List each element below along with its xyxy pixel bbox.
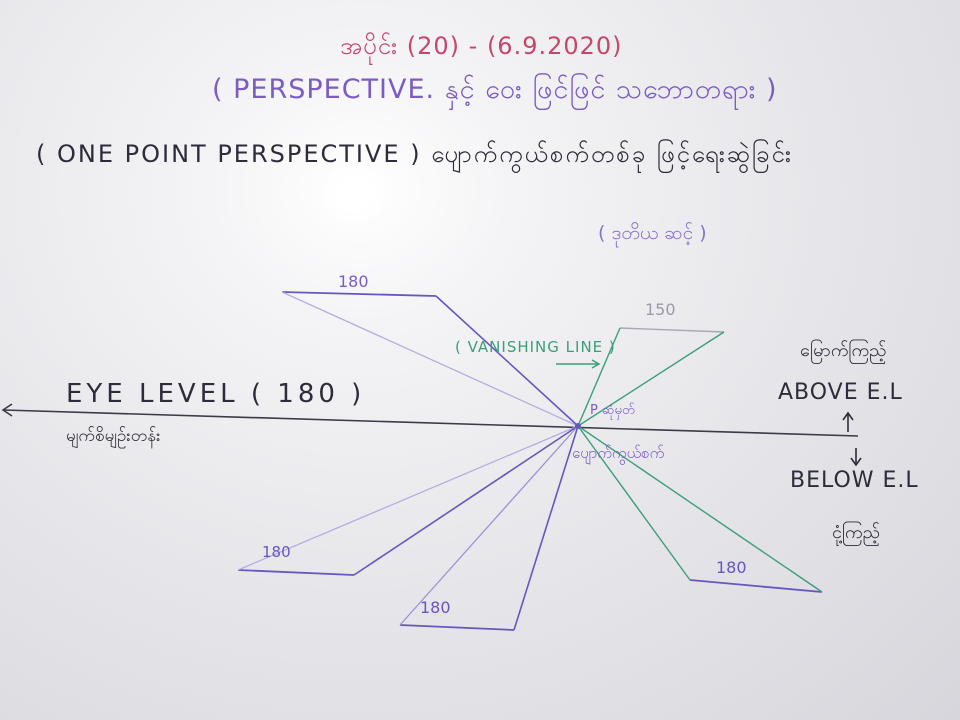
bottom-mid-projector-2	[513, 425, 579, 631]
top-left-projector-2	[435, 295, 579, 427]
date-line: အပိုင်း (20) - (6.9.2020)	[340, 32, 623, 60]
signature: ( ဒုတိယ ဆင့် )	[598, 222, 707, 244]
bottom-left-segment	[237, 569, 355, 576]
top-right-projector-1	[577, 327, 621, 427]
top-right-segment	[619, 327, 725, 333]
vanishing-point-label-bottom: ပျောက်ကွယ်စက်	[572, 444, 665, 462]
measure-bottom-mid: 180	[420, 598, 451, 617]
bottom-right-segment	[689, 579, 823, 593]
top-left-segment	[281, 291, 437, 297]
measure-bottom-left: 180	[262, 543, 291, 561]
top-left-projector-1	[281, 291, 579, 427]
eye-level-label: EYE LEVEL ( 180 )	[66, 379, 366, 409]
measure-top-right: 150	[645, 300, 676, 319]
eye-level-note: မျက်စိမျဉ်းတန်း	[66, 426, 161, 446]
vanishing-point	[575, 423, 581, 429]
eye-level-line	[3, 409, 859, 437]
light-glare	[318, 160, 388, 230]
above-note: မြောက်ကြည့်	[800, 340, 887, 361]
vanishing-point-label-top: P ဆုံမှတ်	[590, 403, 635, 418]
below-label: BELOW E.L	[790, 468, 919, 493]
below-note: ငုံ့ကြည့်	[832, 522, 881, 543]
bottom-right-projector-2	[577, 425, 823, 593]
vanishing-line-arrowhead	[591, 359, 601, 369]
top-right-projector-2	[577, 331, 725, 427]
subtitle: ( ONE POINT PERSPECTIVE ) ပျောက်ကွယ်စက်တ…	[36, 140, 793, 168]
bottom-left-projector-2	[353, 425, 579, 576]
eye-level-arrowhead	[1, 403, 13, 417]
vanishing-line-label: ( VANISHING LINE )	[455, 338, 616, 356]
above-arrowhead	[842, 411, 854, 421]
bottom-mid-segment	[399, 624, 515, 631]
bottom-right-projector-1	[577, 425, 691, 581]
below-arrowhead	[850, 457, 862, 467]
bottom-left-projector-1	[237, 425, 579, 571]
topic-heading: ( PERSPECTIVE. နှင့် ဝေး ဖြင်ဖြင် သဘောတရ…	[212, 74, 778, 105]
measure-top-left: 180	[338, 272, 369, 291]
measure-bottom-right: 180	[716, 558, 747, 577]
bottom-mid-projector-1	[399, 425, 579, 626]
above-label: ABOVE E.L	[778, 380, 903, 405]
